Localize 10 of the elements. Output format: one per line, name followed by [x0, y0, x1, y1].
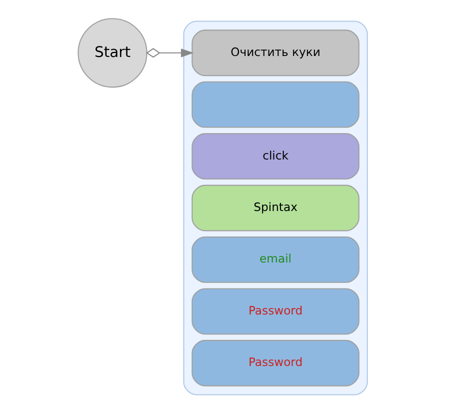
node-box: click	[192, 133, 360, 180]
node-box: Password	[192, 340, 360, 386]
node-box	[192, 81, 360, 128]
node-box: email	[192, 236, 360, 283]
node-box: Password	[192, 288, 360, 335]
node-circle: Start	[78, 18, 148, 88]
cluster	[183, 20, 368, 396]
node-box: Spintax	[192, 184, 360, 232]
arrow	[146, 48, 194, 58]
node-box: Очистить куки	[192, 30, 360, 76]
